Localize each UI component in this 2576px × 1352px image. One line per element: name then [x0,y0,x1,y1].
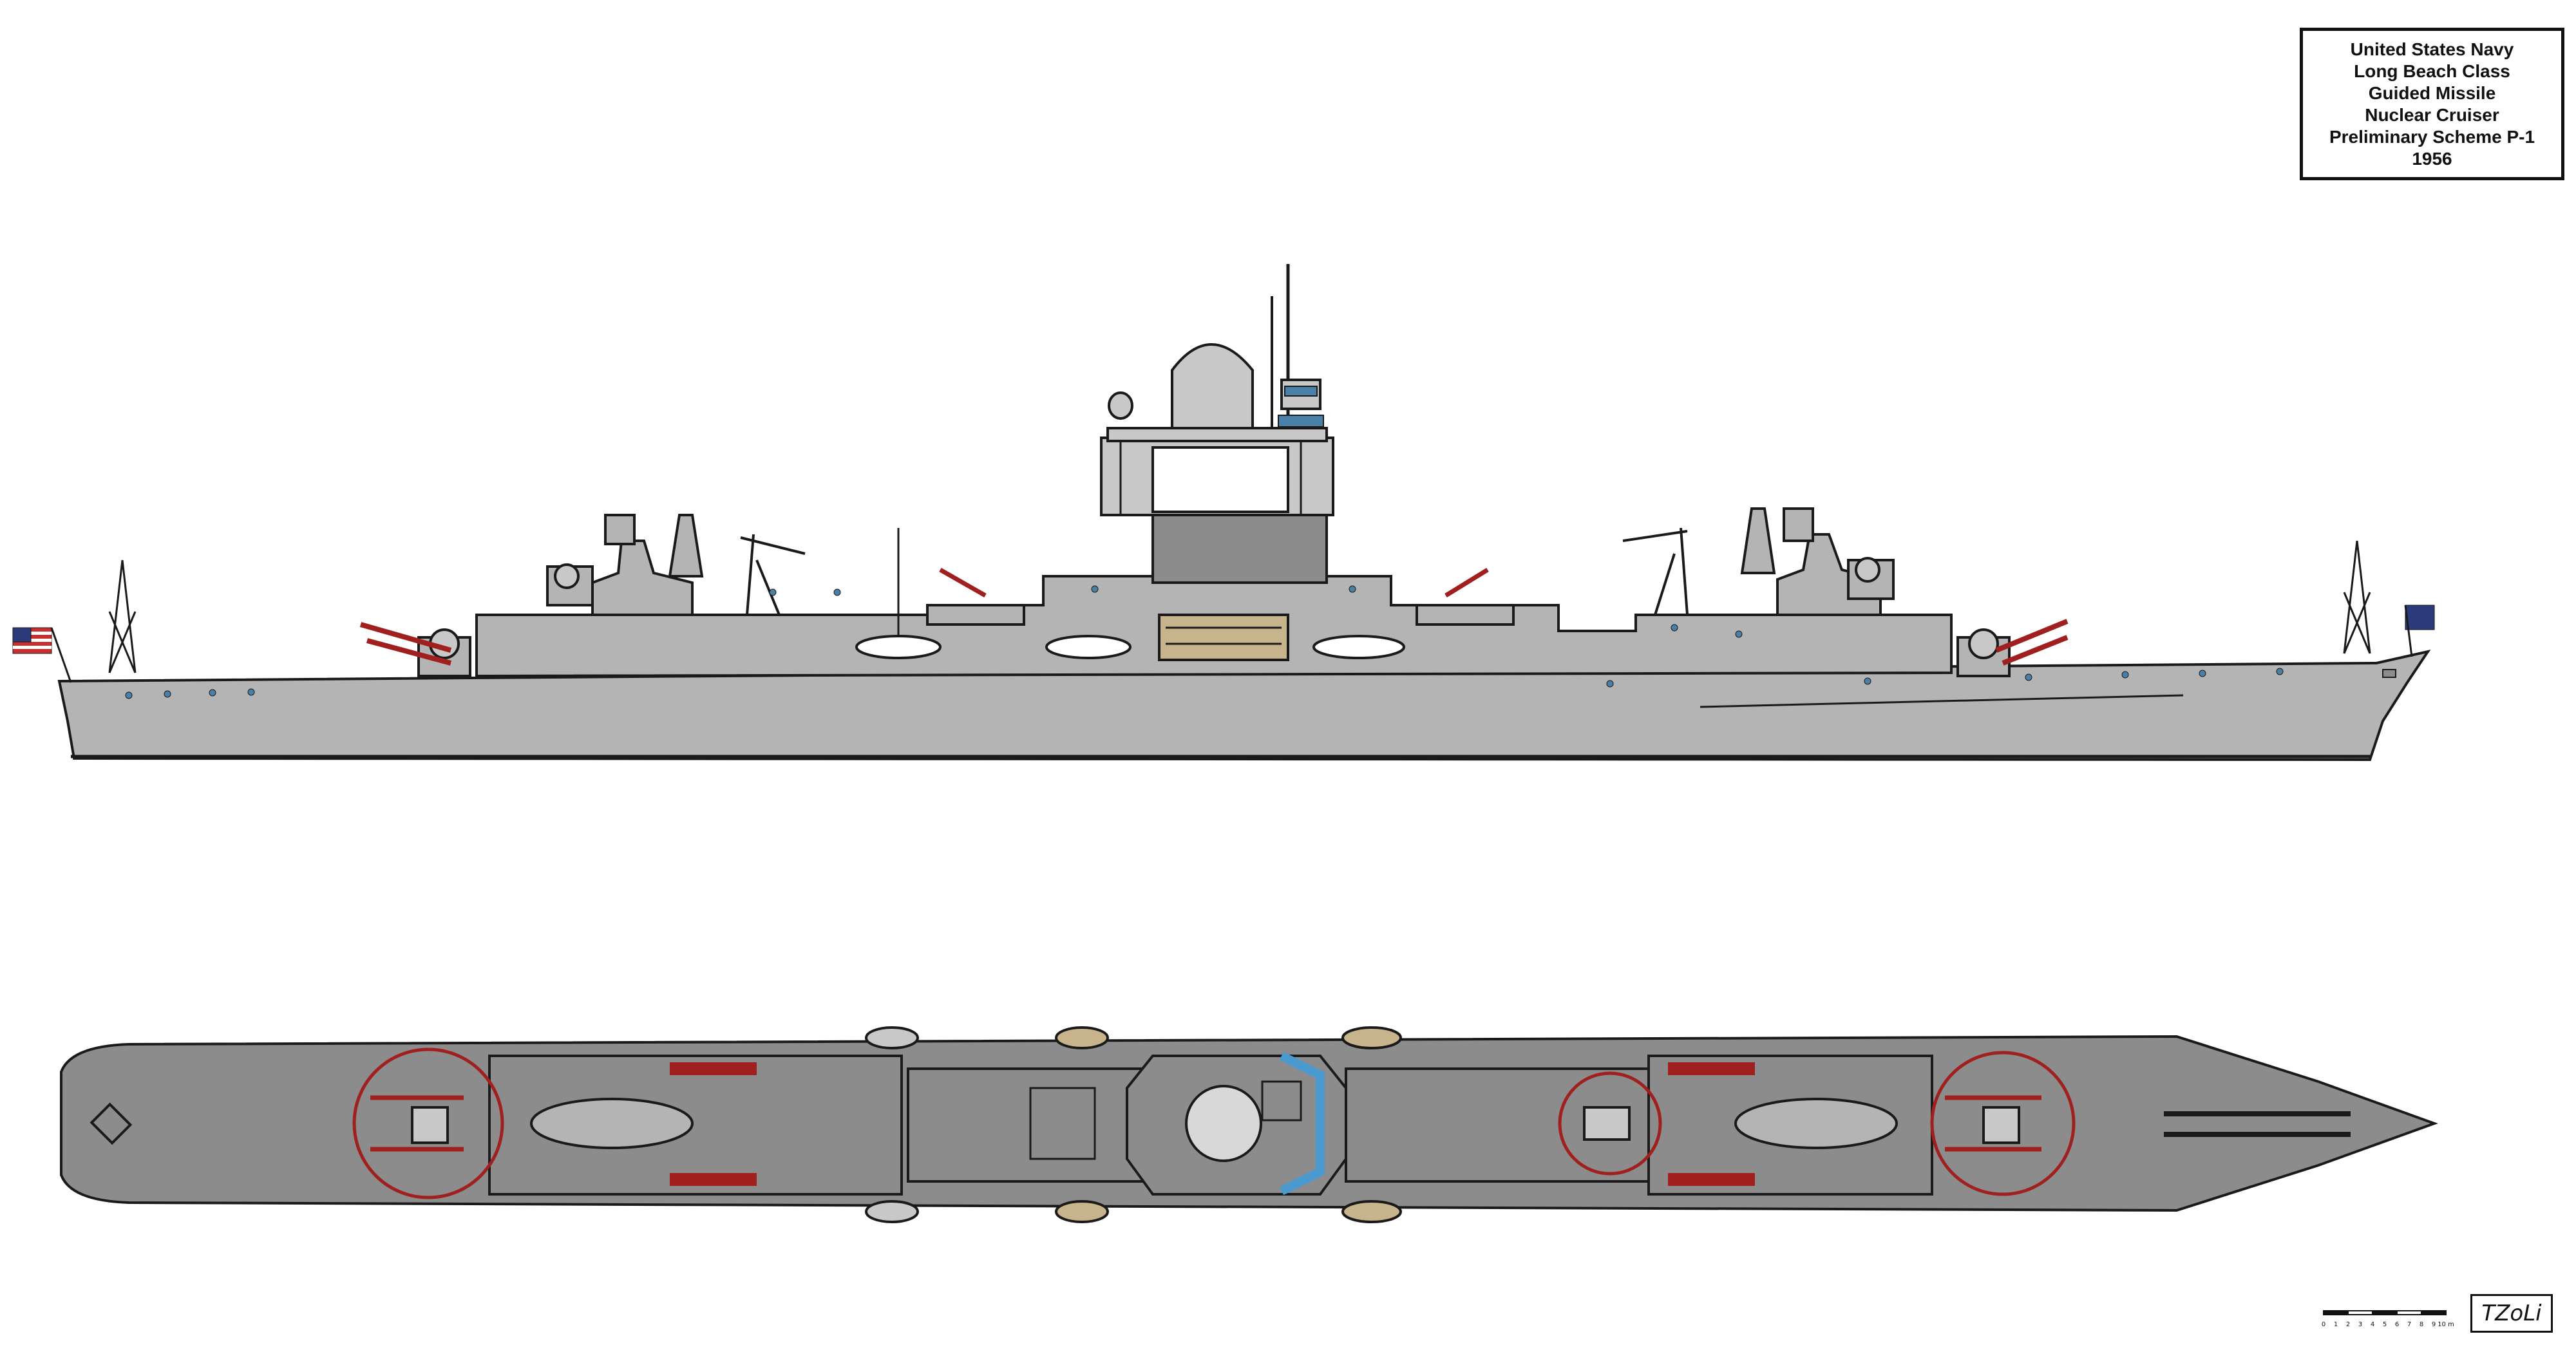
fwd-launcher-arc [1930,1051,2076,1196]
artist-signature: TZoLi [2470,1294,2553,1333]
aft-mast-icon [108,559,137,673]
boat-plan-aft [530,1098,694,1149]
scale-label-3: 3 [2358,1321,2362,1328]
bridge-tower-base [1151,507,1328,584]
stern-us-flag-icon [12,627,72,683]
title-block: United States Navy Long Beach Class Guid… [2300,28,2564,180]
scale-label-4: 4 [2371,1321,2374,1328]
aft-launcher-arc [352,1047,504,1199]
scale-bar: 0 1 2 3 4 5 6 7 8 9 10 m [2322,1310,2454,1328]
aft-missile-launcher [359,622,471,677]
boat-3 [1312,635,1405,659]
aft-crane [740,534,806,615]
radome [1171,343,1254,429]
mid-deckhouse [907,1067,1148,1183]
bow-mast-icon [2343,540,2371,654]
scale-label-1: 1 [2334,1321,2338,1328]
bow-jack-flag-icon [2404,605,2435,657]
boat-1 [855,635,942,659]
scale-label-0: 0 [2322,1321,2325,1328]
forward-missile-launcher [1956,619,2069,677]
forward-crane [1622,527,1689,615]
aft-mast-structure [668,514,704,577]
scale-label-6: 6 [2395,1321,2399,1328]
aft-tower [591,540,694,616]
side-profile [12,264,2435,762]
mid-launcher-arc [1558,1071,1662,1176]
title-line-2: Long Beach Class [2354,61,2510,81]
scale-label-7: 7 [2407,1321,2411,1328]
portholes [125,585,2284,699]
forward-director [1783,507,1814,542]
scale-label-10: 10 m [2438,1321,2454,1328]
bridge-walkway [1279,1051,1325,1196]
scale-label-8: 8 [2420,1321,2423,1328]
boat-plan-fwd [1734,1098,1898,1149]
title-line-3: Guided Missile [2368,82,2496,103]
scale-label-5: 5 [2383,1321,2387,1328]
radome-plan [1185,1085,1262,1162]
title-line-6: 1956 [2412,148,2452,169]
title-line-5: Preliminary Scheme P-1 [2329,126,2535,147]
hull-profile [57,649,2431,762]
title-line-1: United States Navy [2350,39,2514,59]
boat-2 [1045,635,1132,659]
title-line-4: Nuclear Cruiser [2365,104,2499,125]
boat-rack [1158,614,1289,661]
scale-label-2: 2 [2346,1321,2350,1328]
forward-mast-structure [1740,507,1776,574]
aft-director [604,514,636,545]
scale-label-9: 9 [2432,1321,2436,1328]
plan-view [60,1026,2438,1223]
